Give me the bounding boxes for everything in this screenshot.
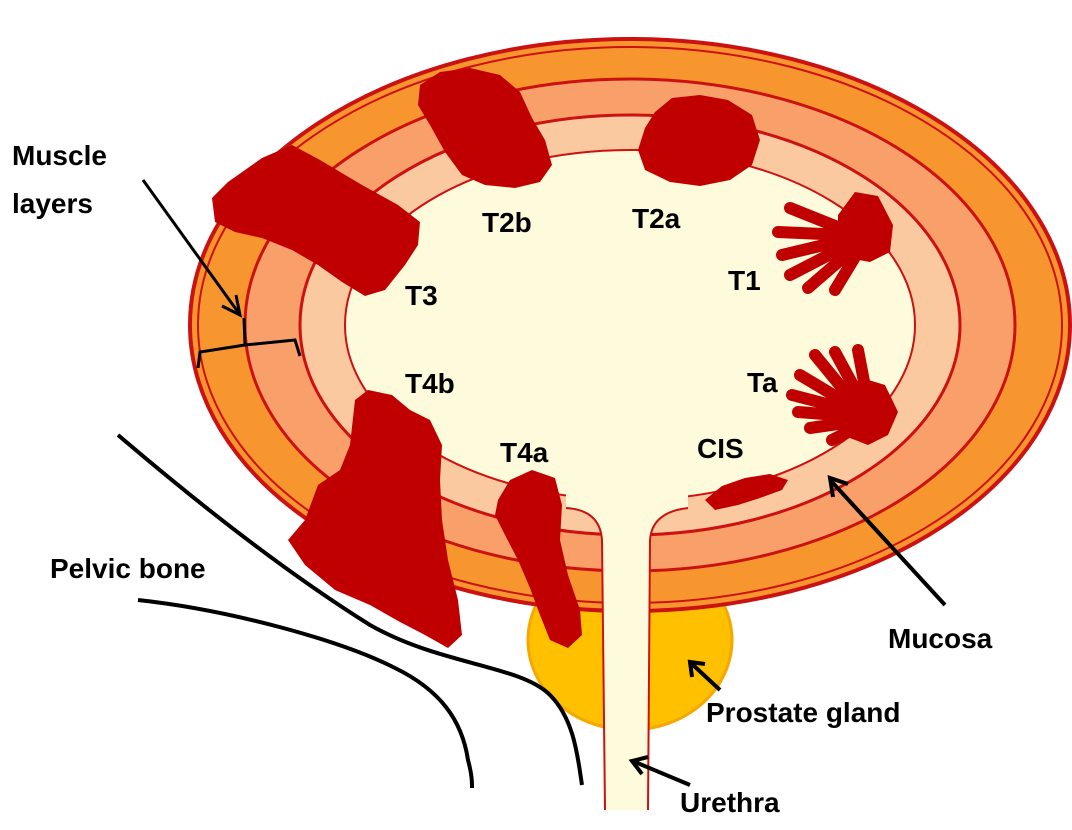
label-t2a: T2a xyxy=(632,203,681,234)
label-muscle-layers-line1: Muscle xyxy=(12,140,107,171)
label-mucosa: Mucosa xyxy=(888,623,993,654)
label-t1: T1 xyxy=(728,265,761,296)
label-t4a: T4a xyxy=(500,437,549,468)
label-muscle-layers-line2: layers xyxy=(12,188,93,219)
label-cis: CIS xyxy=(697,433,744,464)
label-urethra: Urethra xyxy=(680,787,780,818)
label-prostate-gland: Prostate gland xyxy=(706,697,900,728)
label-ta: Ta xyxy=(747,367,778,398)
label-t2b: T2b xyxy=(482,207,532,238)
label-t3: T3 xyxy=(405,280,438,311)
label-pelvic-bone: Pelvic bone xyxy=(50,553,206,584)
label-t4b: T4b xyxy=(405,368,455,399)
